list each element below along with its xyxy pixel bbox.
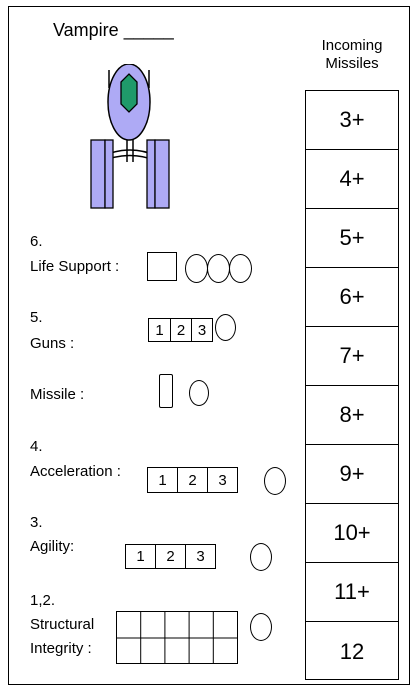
acceleration-prefix: 4. <box>30 438 43 456</box>
guns-circle[interactable] <box>215 314 236 341</box>
missile-box[interactable] <box>159 374 173 408</box>
agility-cell[interactable]: 1 <box>125 544 156 569</box>
life-support-box[interactable] <box>147 252 177 281</box>
missile-threshold-cell[interactable]: 9+ <box>306 445 398 504</box>
acceleration-cell[interactable]: 3 <box>207 467 238 493</box>
acceleration-label: Acceleration : <box>30 463 121 481</box>
missile-circle[interactable] <box>189 380 209 406</box>
structural-integrity-grid[interactable] <box>116 611 239 665</box>
life-support-circle[interactable] <box>185 254 208 283</box>
missile-threshold-cell[interactable]: 8+ <box>306 386 398 445</box>
agility-circle[interactable] <box>250 543 272 571</box>
guns-cell[interactable]: 3 <box>191 318 213 342</box>
acceleration-cell[interactable]: 1 <box>147 467 178 493</box>
life-support-prefix: 6. <box>30 233 43 251</box>
agility-cell[interactable]: 3 <box>185 544 216 569</box>
missile-threshold-cell[interactable]: 3+ <box>306 91 398 150</box>
agility-label: Agility: <box>30 538 74 556</box>
incoming-missiles-table: 3+ 4+ 5+ 6+ 7+ 8+ 9+ 10+ 11+ 12 <box>305 90 399 680</box>
ship-title: Vampire _____ <box>53 21 174 39</box>
missile-threshold-cell[interactable]: 12 <box>306 622 398 681</box>
missile-threshold-cell[interactable]: 11+ <box>306 563 398 622</box>
incoming-missiles-label: Incoming Missiles <box>307 37 397 73</box>
acceleration-circle[interactable] <box>264 467 286 495</box>
missile-threshold-cell[interactable]: 4+ <box>306 150 398 209</box>
guns-cell[interactable]: 1 <box>148 318 171 342</box>
ship-icon <box>85 64 175 214</box>
missile-threshold-cell[interactable]: 7+ <box>306 327 398 386</box>
agility-cell[interactable]: 2 <box>155 544 186 569</box>
life-support-circle[interactable] <box>229 254 252 283</box>
missile-threshold-cell[interactable]: 10+ <box>306 504 398 563</box>
acceleration-cell[interactable]: 2 <box>177 467 208 493</box>
agility-prefix: 3. <box>30 514 43 532</box>
structural-label-line1: Structural <box>30 616 94 634</box>
guns-prefix: 5. <box>30 309 43 327</box>
missile-label: Missile : <box>30 386 84 404</box>
guns-cell[interactable]: 2 <box>170 318 192 342</box>
structural-label-line2: Integrity : <box>30 640 92 658</box>
life-support-circle[interactable] <box>207 254 230 283</box>
missile-threshold-cell[interactable]: 5+ <box>306 209 398 268</box>
life-support-label: Life Support : <box>30 258 119 276</box>
missile-threshold-cell[interactable]: 6+ <box>306 268 398 327</box>
guns-label: Guns : <box>30 335 74 353</box>
structural-prefix: 1,2. <box>30 592 55 610</box>
structural-circle[interactable] <box>250 613 272 641</box>
